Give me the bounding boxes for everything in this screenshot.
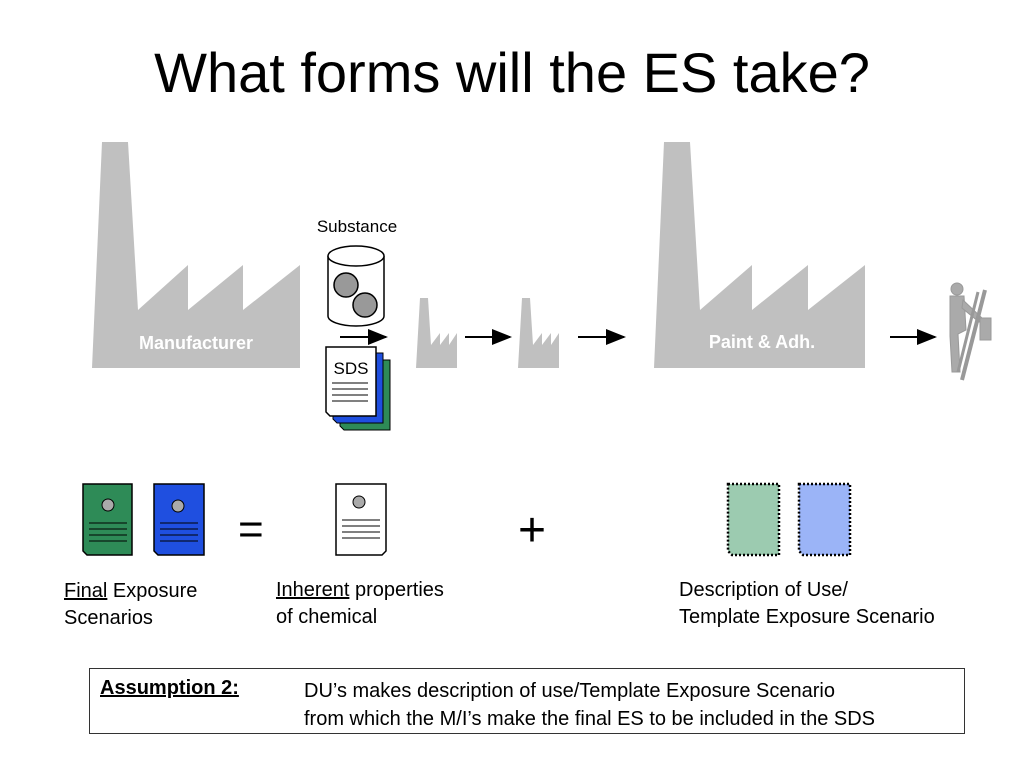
paint-factory-icon — [654, 142, 865, 368]
assumption-label: Assumption 2: — [100, 677, 239, 699]
equals-sign: = — [238, 505, 264, 554]
inherent-underlined: Inherent — [276, 579, 350, 601]
manufacturer-label: Manufacturer — [139, 333, 253, 353]
inherent-rest: properties — [349, 579, 444, 601]
final-es-line2: Scenarios — [64, 607, 153, 629]
final-es-underlined: Final — [64, 580, 108, 602]
final-es-rest: Exposure — [107, 580, 198, 602]
substance-label: Substance — [317, 217, 397, 236]
template-blue-document-icon — [797, 482, 852, 557]
sds-label: SDS — [334, 359, 369, 378]
assumption-box — [89, 668, 965, 734]
final-es-label: Final Exposure Scenarios — [64, 578, 197, 632]
plus-sign: + — [518, 504, 547, 557]
assumption-line2: from which the M/I’s make the final ES t… — [304, 708, 876, 730]
assumption-line1: DU’s makes description of use/Template E… — [304, 680, 835, 702]
worker-icon — [949, 282, 992, 381]
template-green-document-icon — [726, 482, 781, 557]
manufacturer-factory-icon — [92, 142, 300, 368]
description-label: Description of Use/ Template Exposure Sc… — [679, 577, 935, 631]
substance-drum-icon — [327, 245, 385, 327]
inherent-line2: of chemical — [276, 606, 378, 628]
description-line1: Description of Use/ — [679, 579, 848, 601]
assumption-text: DU’s makes description of use/Template E… — [304, 677, 875, 733]
final-es-blue-document-icon — [153, 483, 205, 556]
inherent-label: Inherent properties of chemical — [276, 577, 444, 631]
small-factory-icon — [518, 298, 559, 368]
inherent-properties-document-icon — [335, 483, 387, 556]
final-es-green-document-icon — [82, 483, 133, 556]
paint-label: Paint & Adh. — [709, 332, 815, 352]
sds-document-stack-icon — [325, 346, 391, 431]
description-line2: Template Exposure Scenario — [679, 606, 935, 628]
small-factory-icon — [416, 298, 457, 368]
page-title: What forms will the ES take? — [154, 41, 870, 104]
